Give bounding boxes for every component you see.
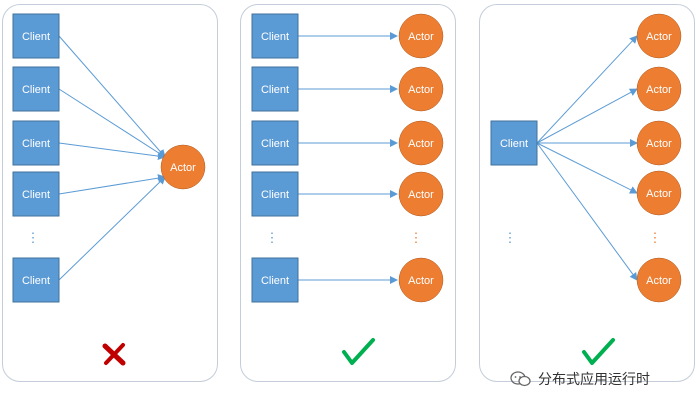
- arrow-connector: [536, 35, 638, 144]
- wechat-icon: [510, 371, 532, 387]
- actor-node: Actor: [636, 120, 682, 166]
- client-label: Client: [261, 138, 289, 150]
- client-node: Client: [251, 257, 299, 303]
- ellipsis: ⋮: [504, 230, 517, 245]
- client-label: Client: [261, 31, 289, 43]
- client-node: Client: [251, 171, 299, 217]
- client-label: Client: [261, 275, 289, 287]
- ellipsis: ⋮: [266, 230, 279, 245]
- arrow-connector: [58, 142, 166, 161]
- client-node: Client: [251, 13, 299, 59]
- actor-label: Actor: [408, 31, 434, 43]
- actor-label: Actor: [646, 138, 672, 150]
- check-icon: [582, 338, 615, 365]
- actor-node: Actor: [398, 120, 444, 166]
- cross-icon: [102, 343, 126, 366]
- ellipsis: ⋮: [27, 230, 40, 245]
- client-node: Client: [12, 66, 60, 112]
- actor-node: Actor: [636, 257, 682, 303]
- arrow-connector: [536, 142, 638, 194]
- actor-label: Actor: [646, 31, 672, 43]
- actor-node: Actor: [398, 171, 444, 217]
- actor-label: Actor: [646, 84, 672, 96]
- arrow-connector: [58, 35, 166, 158]
- actor-label: Actor: [408, 138, 434, 150]
- actor-label: Actor: [170, 162, 196, 174]
- watermark-text: 分布式应用运行时: [538, 372, 650, 388]
- client-label: Client: [261, 189, 289, 201]
- client-node: Client: [12, 257, 60, 303]
- client-node: Client: [251, 66, 299, 112]
- actor-node: Actor: [398, 66, 444, 112]
- ellipsis: ⋮: [410, 230, 423, 245]
- watermark: 分布式应用运行时: [510, 369, 650, 389]
- check-icon: [342, 338, 375, 365]
- actor-label: Actor: [408, 189, 434, 201]
- client-node: Client: [12, 120, 60, 166]
- ellipsis: ⋮: [649, 230, 662, 245]
- actor-label: Actor: [646, 275, 672, 287]
- client-label: Client: [22, 189, 50, 201]
- actor-node: Actor: [398, 257, 444, 303]
- client-node: Client: [490, 120, 538, 166]
- actor-node: Actor: [636, 66, 682, 112]
- client-label: Client: [22, 275, 50, 287]
- client-label: Client: [22, 84, 50, 96]
- arrow-connector: [58, 88, 166, 158]
- actor-node: Actor: [636, 170, 682, 216]
- actor-label: Actor: [408, 275, 434, 287]
- actor-node: Actor: [636, 13, 682, 59]
- arrow-connector: [58, 176, 166, 281]
- client-node: Client: [12, 13, 60, 59]
- client-label: Client: [261, 84, 289, 96]
- client-node: Client: [12, 171, 60, 217]
- arrow-connector: [58, 174, 166, 195]
- client-node: Client: [251, 120, 299, 166]
- actor-node: Actor: [160, 144, 206, 190]
- actor-node: Actor: [398, 13, 444, 59]
- client-label: Client: [22, 138, 50, 150]
- client-label: Client: [500, 138, 528, 150]
- actor-label: Actor: [408, 84, 434, 96]
- arrow-connector: [536, 142, 638, 281]
- actor-label: Actor: [646, 188, 672, 200]
- client-label: Client: [22, 31, 50, 43]
- arrow-connector: [536, 88, 638, 144]
